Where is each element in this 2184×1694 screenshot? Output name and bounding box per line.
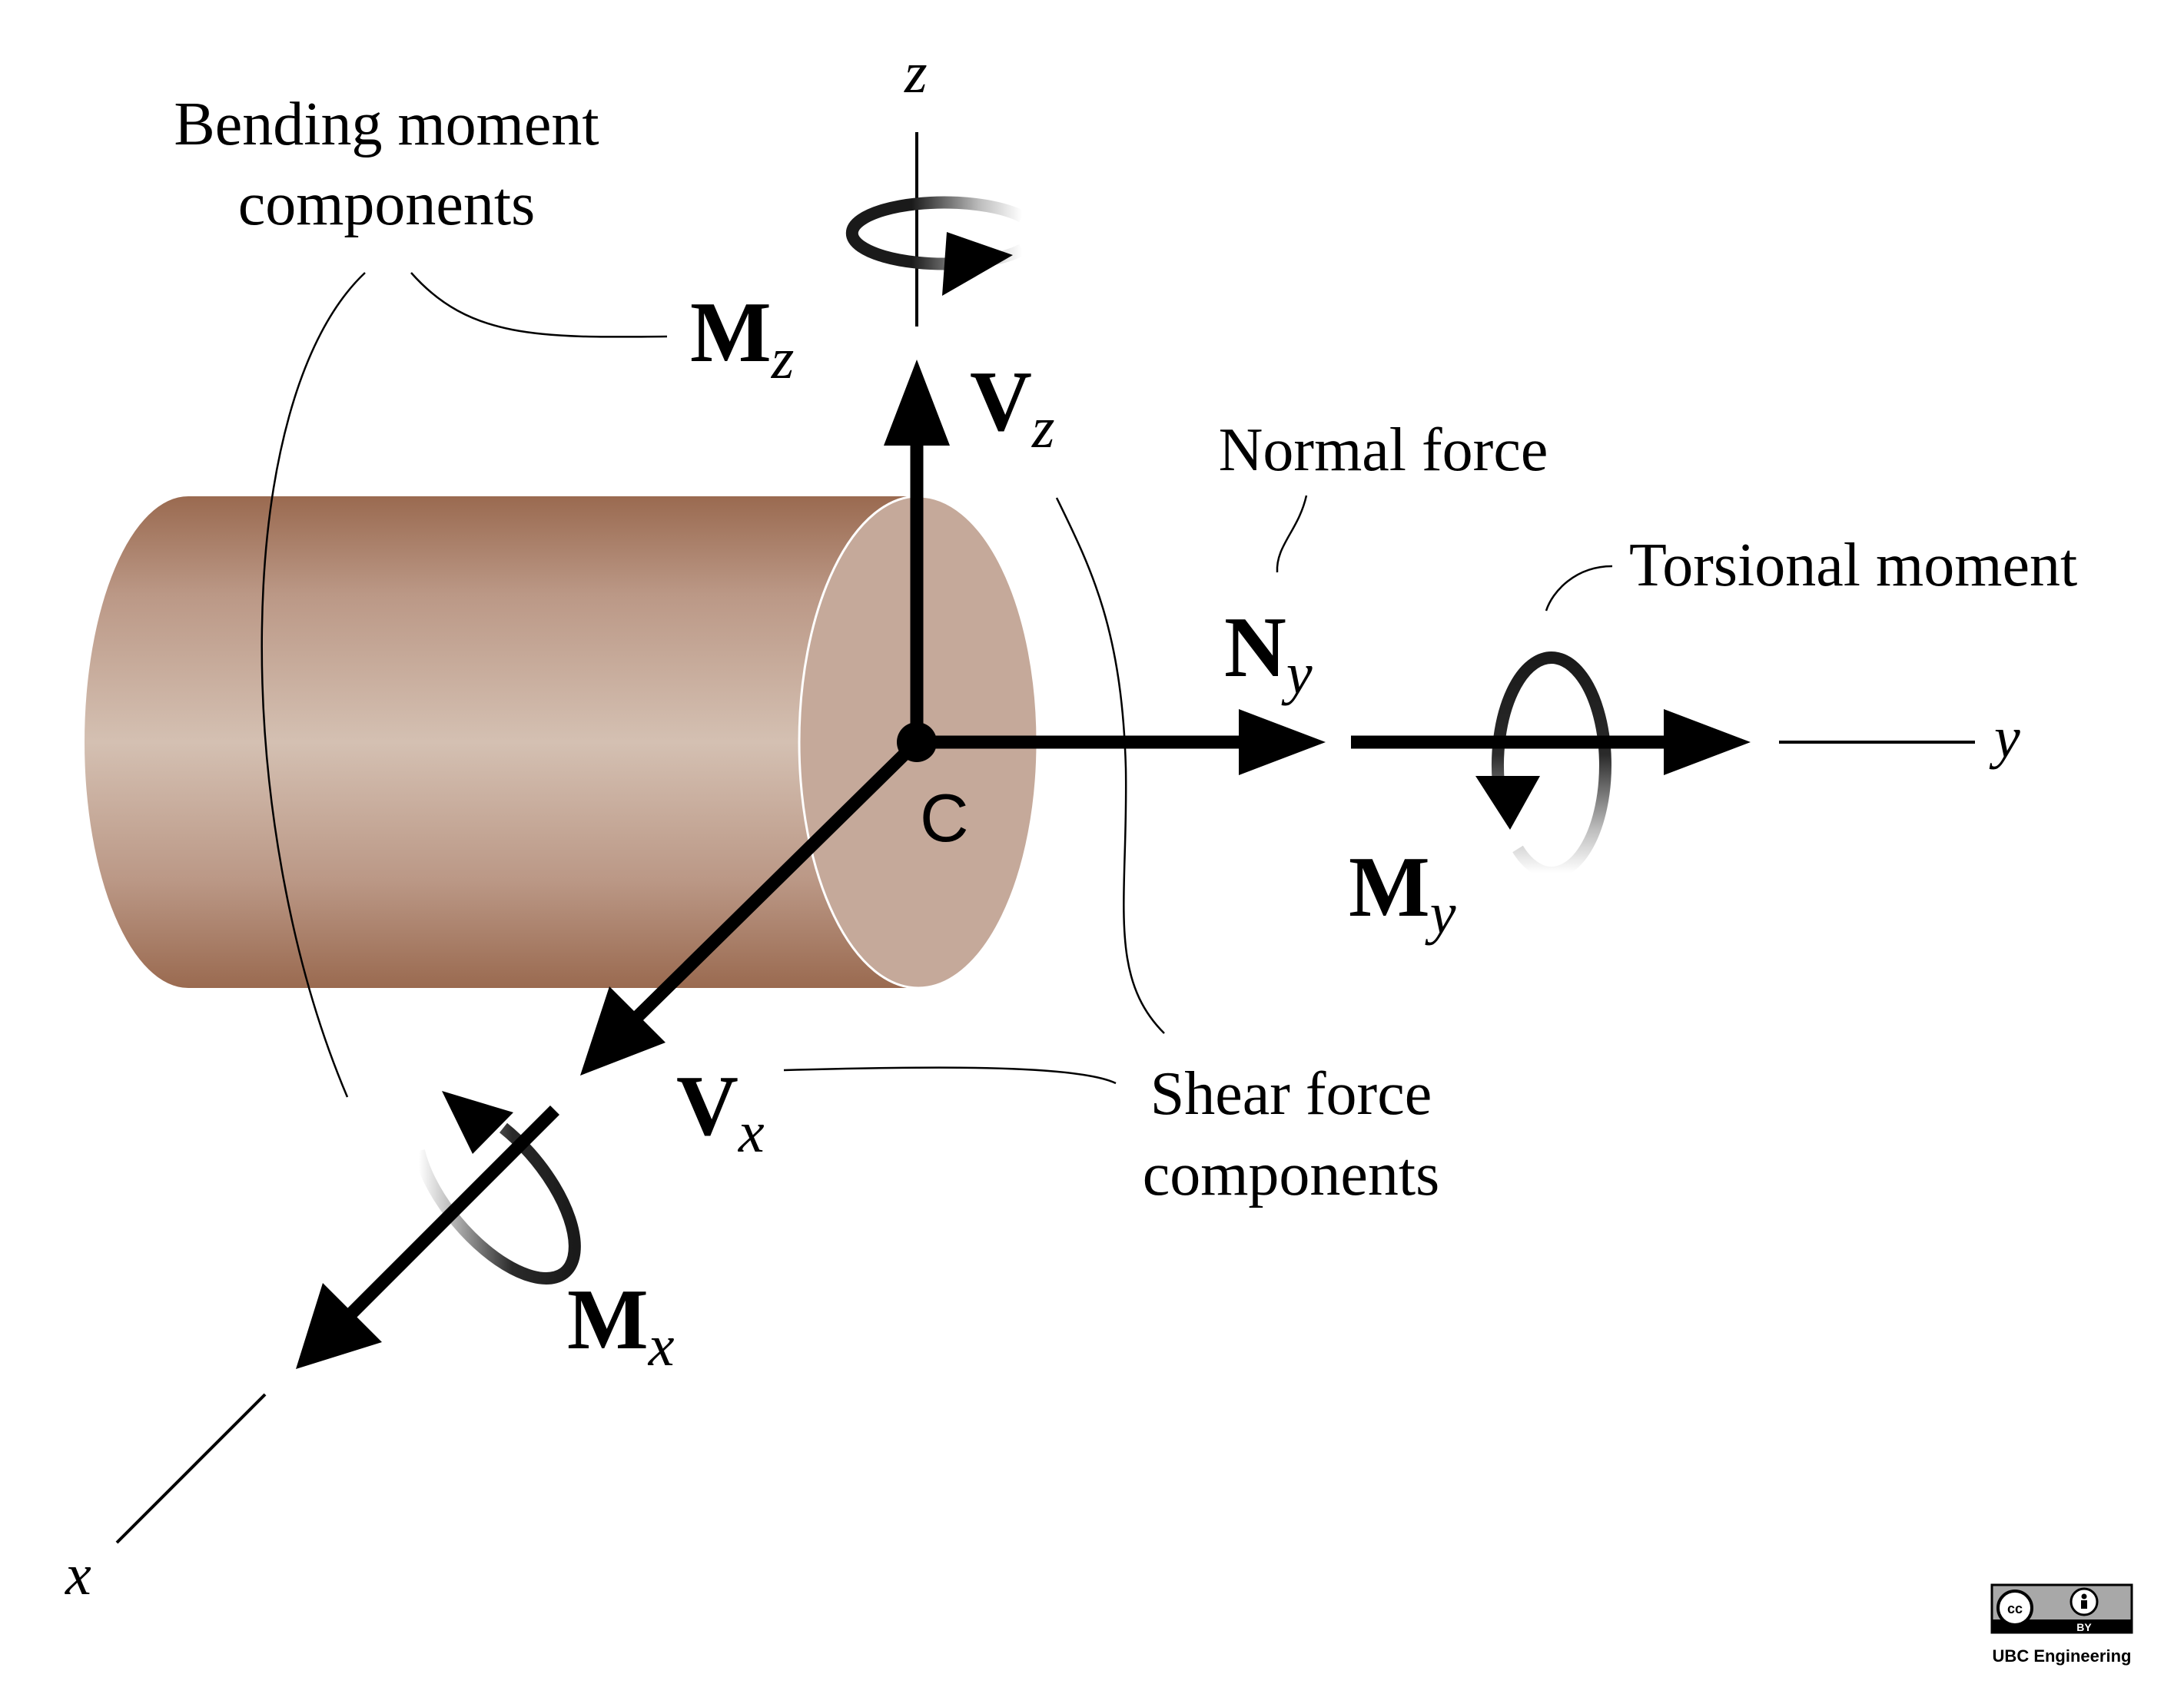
my-label-sub: y xyxy=(1425,881,1456,946)
cylinder xyxy=(85,495,1039,990)
by-person-head xyxy=(2081,1593,2087,1600)
cc-icon xyxy=(1996,1590,2033,1626)
cc-icon-text: cc xyxy=(2007,1601,2023,1616)
bending-label-line2: components xyxy=(238,171,536,238)
force-arrows xyxy=(296,232,1751,1369)
mx-label: Mx xyxy=(567,1272,675,1378)
vz-arrowhead xyxy=(884,360,950,446)
vx-label-main: V xyxy=(676,1059,739,1154)
my-ring xyxy=(1492,651,1611,880)
cylinder-body xyxy=(85,496,918,988)
vx-label-sub: x xyxy=(738,1100,765,1165)
vz-label: Vz xyxy=(970,354,1054,460)
vz-label-main: V xyxy=(970,354,1032,449)
ny-label: Ny xyxy=(1224,600,1313,706)
vx-arrow-shaft xyxy=(633,737,921,1022)
shear-leader-vz xyxy=(1055,497,1165,1034)
my-ring-arrowhead xyxy=(1475,776,1540,830)
axis-lines xyxy=(115,132,1975,1544)
by-person-body xyxy=(2081,1600,2087,1609)
bending-leader-mz xyxy=(410,272,668,338)
ny-label-main: N xyxy=(1224,600,1286,695)
normal-leader xyxy=(1276,495,1308,573)
mx-ring-arrowhead xyxy=(442,1091,513,1154)
mz-label-sub: z xyxy=(771,327,795,391)
bending-leader-mx xyxy=(261,272,366,1098)
torsional-leader xyxy=(1545,565,1613,612)
normal-force-label: Normal force xyxy=(1219,416,1548,484)
ny-label-sub: y xyxy=(1281,641,1313,706)
mx-label-sub: x xyxy=(648,1314,675,1378)
vx-arrowhead xyxy=(580,986,665,1076)
shear-label-line1: Shear force xyxy=(1150,1060,1432,1128)
bending-label-line1: Bending moment xyxy=(174,91,599,158)
leader-lines xyxy=(261,272,1613,1098)
mx-ring xyxy=(413,1122,581,1285)
mz-label: Mz xyxy=(690,285,794,391)
mz-ring-arrowhead xyxy=(942,232,1013,296)
vz-label-sub: z xyxy=(1031,396,1055,460)
credit-label: UBC Engineering xyxy=(1993,1646,2132,1666)
z-axis-label: z xyxy=(904,41,928,105)
ny-arrowhead xyxy=(1239,709,1326,775)
centroid-dot xyxy=(897,722,937,762)
my-label-main: M xyxy=(1349,840,1430,935)
x-axis-line xyxy=(115,1393,267,1544)
y-axis-label: y xyxy=(1989,705,2020,770)
mz-label-main: M xyxy=(690,285,772,380)
mx-label-main: M xyxy=(567,1272,649,1367)
vx-label: Vx xyxy=(676,1059,765,1165)
cc-badge-bottom-band xyxy=(1992,1619,2132,1633)
my-label: My xyxy=(1349,840,1456,946)
by-text: BY xyxy=(2076,1621,2092,1633)
x-axis-label: x xyxy=(65,1543,91,1607)
cc-by-badge: cc BY xyxy=(1990,1583,2133,1634)
torsional-moment-label: Torsional moment xyxy=(1629,532,2077,599)
mx-arrow-shaft xyxy=(344,1105,560,1321)
mx-arrowhead xyxy=(296,1283,382,1369)
shear-label-line2: components xyxy=(1143,1141,1440,1208)
shear-leader-vx xyxy=(783,1066,1117,1085)
my-arrowhead xyxy=(1664,709,1751,775)
centroid-label: C xyxy=(920,780,969,856)
